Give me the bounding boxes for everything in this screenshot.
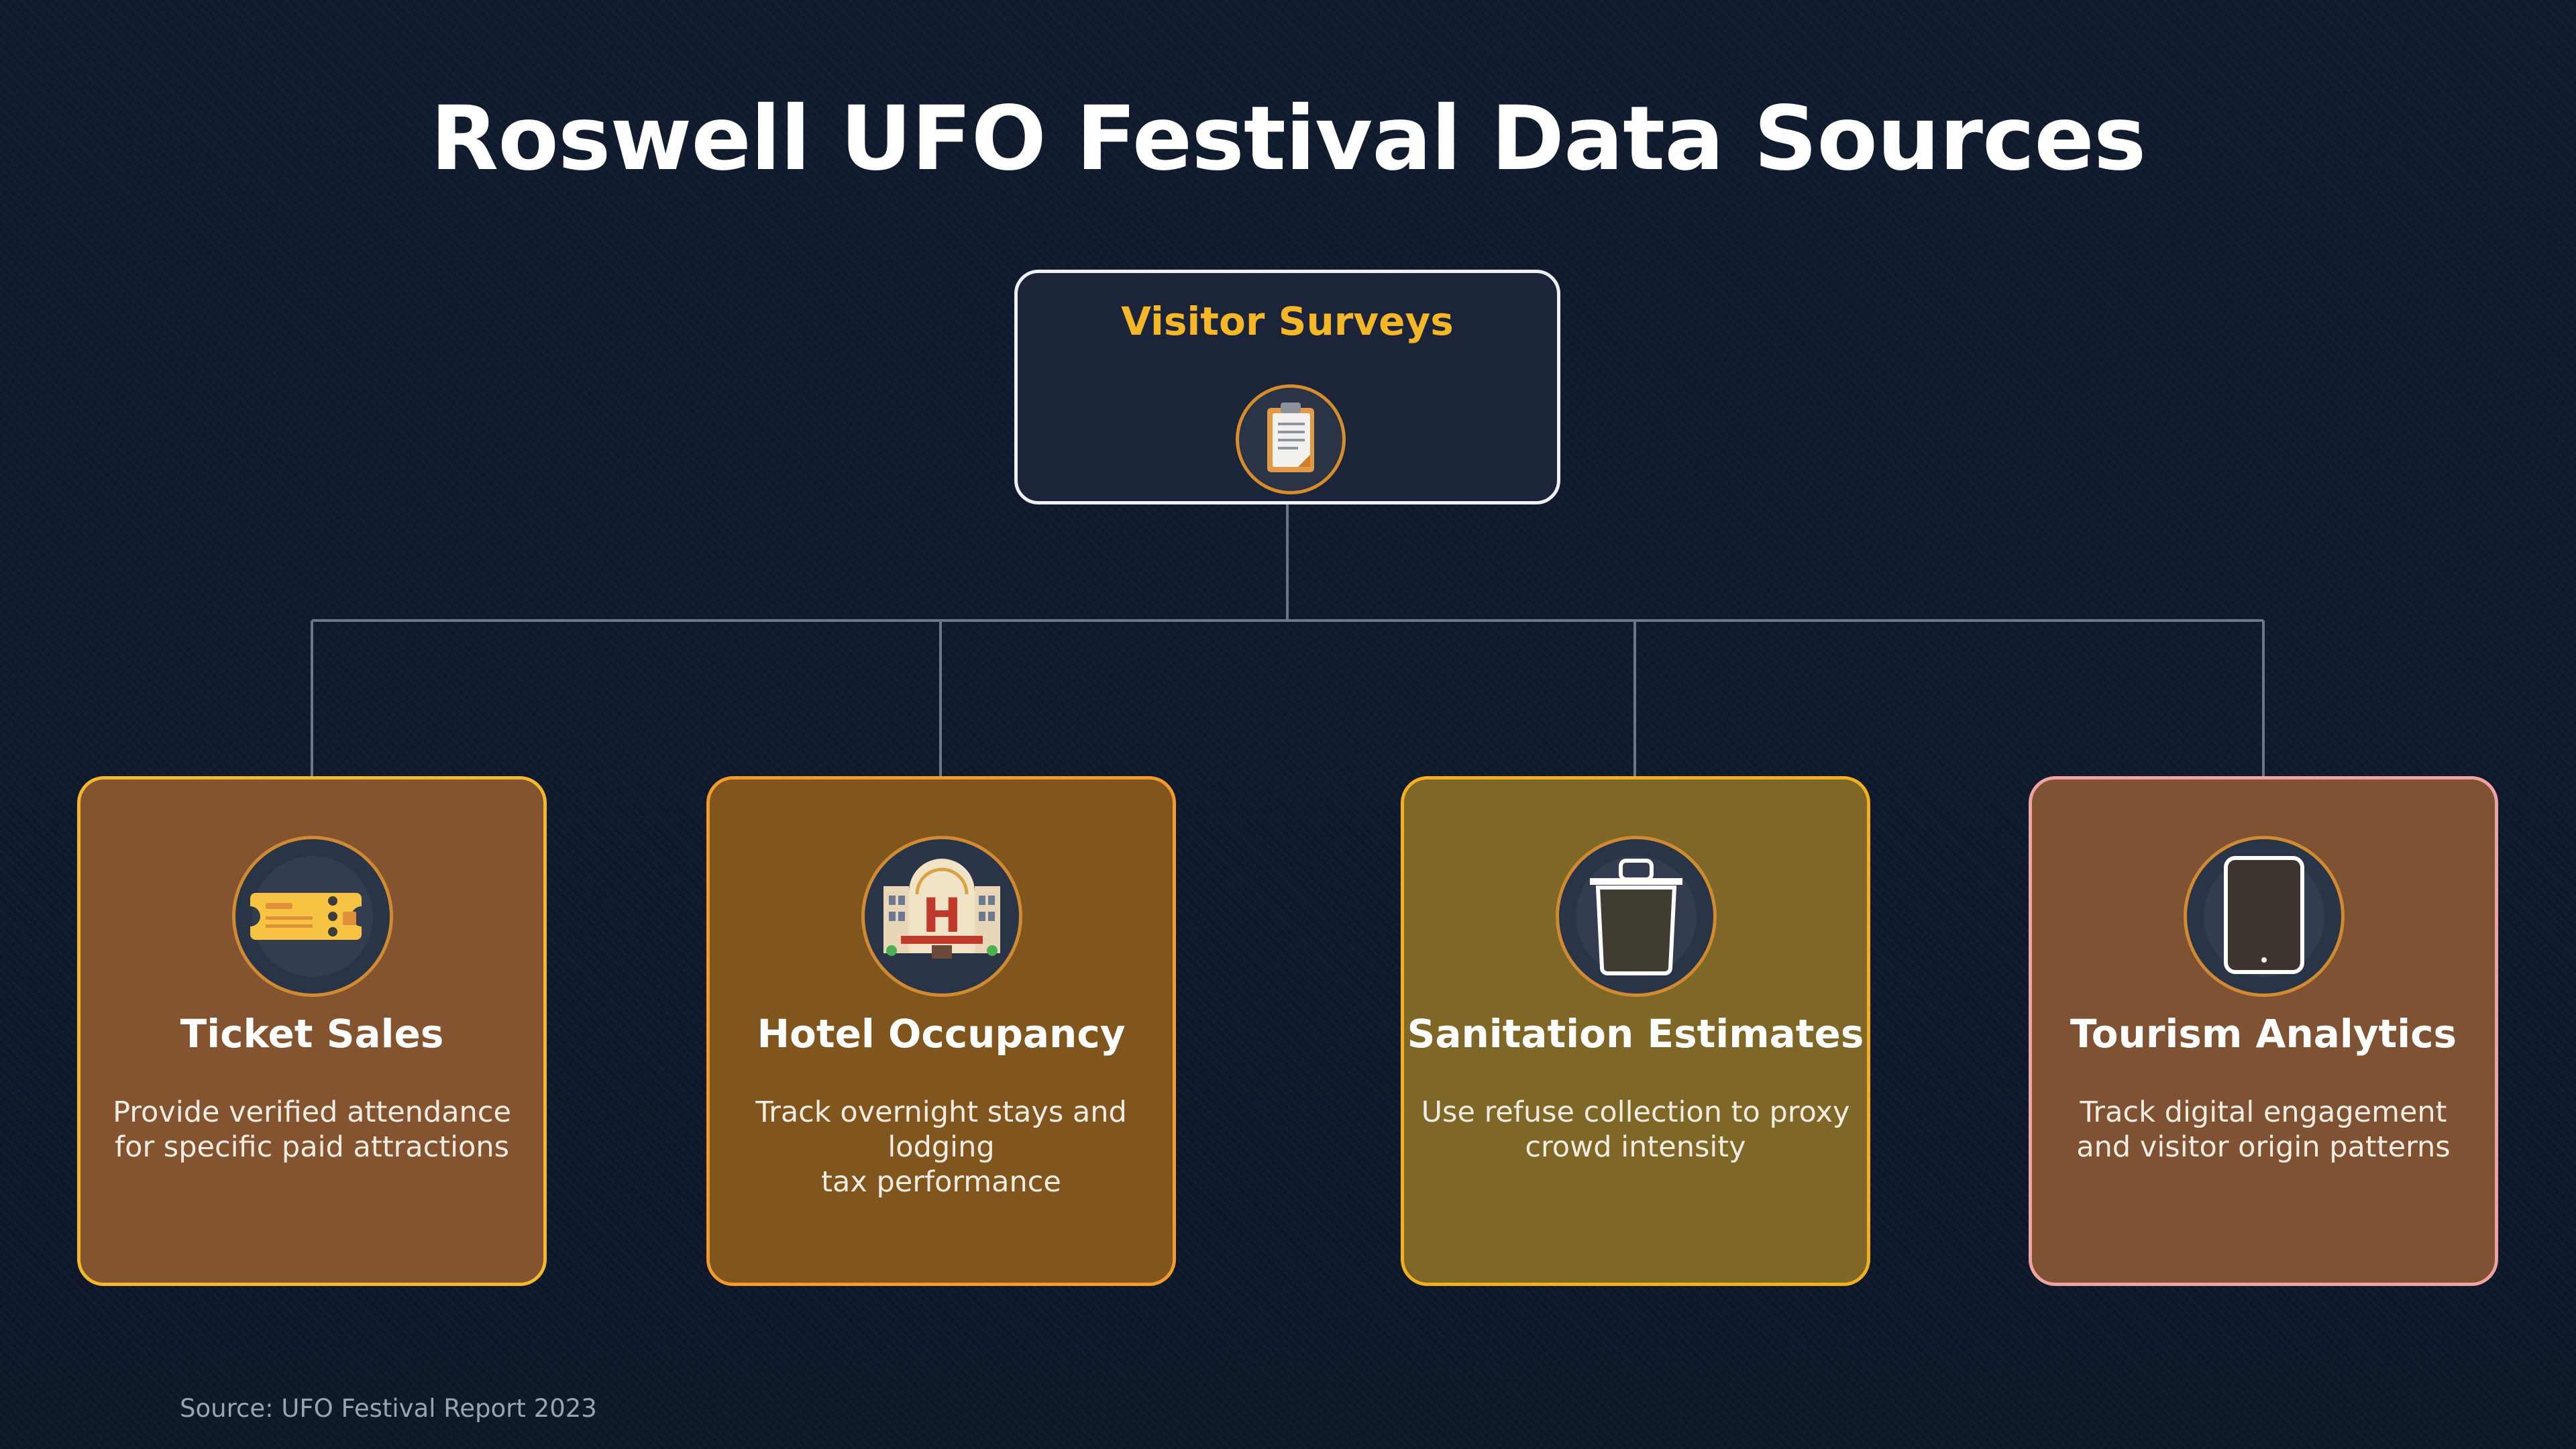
svg-text:H: H [922, 888, 962, 943]
hotel-icon: H [861, 836, 1022, 997]
source-card-ticket-sales: Ticket Sales Provide verified attendance… [77, 776, 547, 1286]
description-line: Track overnight stays and lodging [755, 1095, 1127, 1164]
page-title: Roswell UFO Festival Data Sources [430, 87, 2147, 191]
source-citation: Source: UFO Festival Report 2023 [180, 1394, 597, 1423]
ticket-icon [232, 836, 393, 997]
description-line: Provide verified attendance [113, 1095, 511, 1129]
source-card-tourism-analytics: Tourism Analytics Track digital engageme… [2029, 776, 2498, 1286]
source-card-title: Sanitation Estimates [1407, 1011, 1864, 1057]
description-line: Use refuse collection to proxy [1421, 1095, 1850, 1129]
source-card-description: Track digital engagement and visitor ori… [2032, 1095, 2495, 1165]
description-line: and visitor origin patterns [2076, 1130, 2451, 1164]
source-card-description: Use refuse collection to proxy crowd int… [1404, 1095, 1867, 1165]
source-card-title: Tourism Analytics [2070, 1011, 2457, 1057]
root-node-visitor-surveys: Visitor Surveys [1014, 270, 1560, 504]
description-line: Track digital engagement [2080, 1095, 2447, 1129]
root-node-title: Visitor Surveys [1121, 299, 1454, 344]
description-line: tax performance [821, 1165, 1061, 1199]
description-line: crowd intensity [1525, 1130, 1746, 1164]
clipboard-icon [1236, 384, 1346, 494]
source-card-description: Track overnight stays and lodging tax pe… [710, 1095, 1173, 1199]
tablet-icon [2184, 836, 2345, 997]
description-line: for specific paid attractions [115, 1130, 509, 1164]
source-card-title: Ticket Sales [180, 1011, 444, 1057]
source-card-sanitation-estimates: Sanitation Estimates Use refuse collecti… [1401, 776, 1870, 1286]
source-card-description: Provide verified attendance for specific… [80, 1095, 543, 1165]
source-card-title: Hotel Occupancy [757, 1011, 1126, 1057]
source-card-hotel-occupancy: H Hotel Occupancy Track overnight stays … [706, 776, 1176, 1286]
trash-bin-icon [1556, 836, 1717, 997]
